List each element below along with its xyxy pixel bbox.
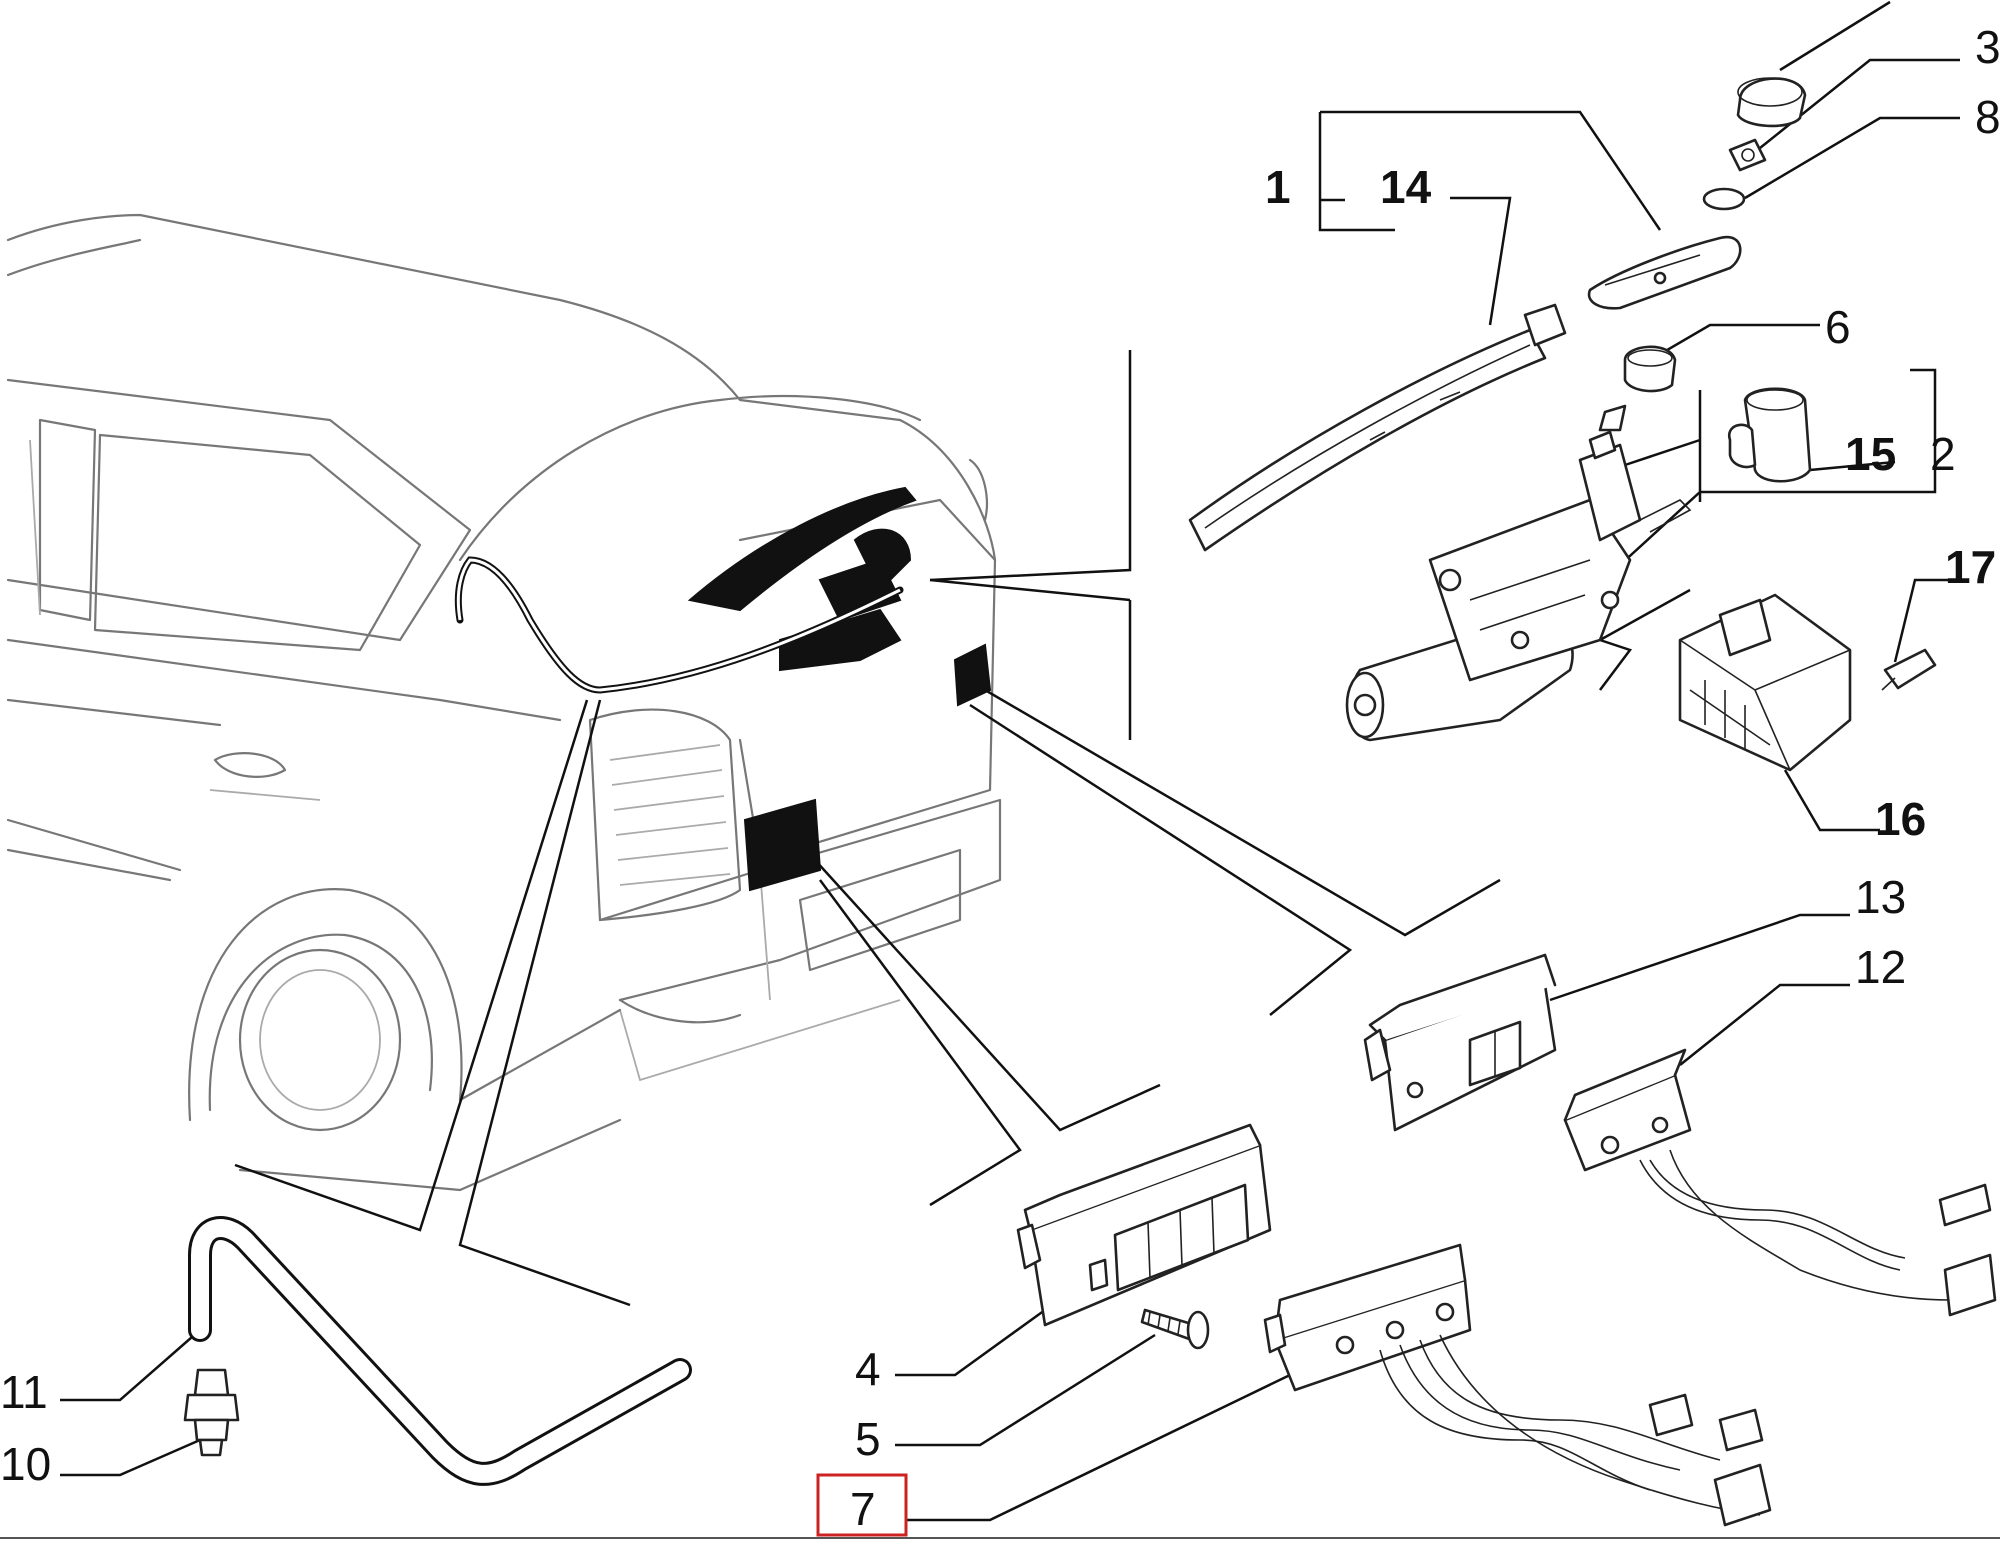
callout-11: 11 bbox=[0, 1366, 48, 1418]
pivot-sleeve bbox=[1727, 387, 1812, 483]
connector-housing bbox=[1678, 593, 1852, 772]
callout-15: 15 bbox=[1845, 428, 1896, 480]
callout-2: 2 bbox=[1930, 428, 1956, 480]
callout-5: 5 bbox=[855, 1413, 881, 1465]
car-body-illustration bbox=[6, 213, 1002, 1192]
wiper-arm bbox=[1188, 303, 1567, 552]
callout-8: 8 bbox=[1975, 91, 2000, 143]
wiper-motor bbox=[1345, 404, 1692, 742]
callout-12: 12 bbox=[1855, 941, 1906, 993]
leader-lines bbox=[60, 0, 1960, 1522]
callout-4: 4 bbox=[855, 1343, 881, 1395]
callout-10: 10 bbox=[0, 1438, 51, 1490]
grommet bbox=[1623, 345, 1677, 393]
callout-3: 3 bbox=[1975, 21, 2000, 73]
callout-13: 13 bbox=[1855, 871, 1906, 923]
callout-6: 6 bbox=[1825, 301, 1851, 353]
installed-switch-silhouette-lower bbox=[743, 798, 822, 892]
pivot-nut bbox=[1728, 138, 1767, 172]
switch-panel-four-gang bbox=[1016, 1123, 1272, 1327]
switch-harness-four-gang bbox=[1263, 1243, 1772, 1527]
callout-1: 1 bbox=[1265, 161, 1291, 213]
callout-16: 16 bbox=[1875, 793, 1926, 845]
wiper-arm-clamp bbox=[1587, 235, 1742, 310]
washer-hose bbox=[188, 1216, 692, 1486]
switch-harness-two-gang bbox=[1563, 1048, 1997, 1317]
pivot-washer bbox=[1702, 187, 1746, 211]
self-tapping-screw bbox=[1140, 1308, 1210, 1350]
terminal-pin bbox=[1881, 648, 1937, 691]
callout-7: 7 bbox=[850, 1483, 876, 1535]
callout-14: 14 bbox=[1380, 161, 1432, 213]
callout-labels: 1 14 3 8 6 15 2 17 16 13 12 11 10 4 5 7 bbox=[0, 21, 2000, 1537]
installed-wiper-silhouette bbox=[687, 486, 917, 672]
callout-17: 17 bbox=[1945, 541, 1996, 593]
washer-nozzle-fitting bbox=[183, 1368, 240, 1457]
pivot-cap bbox=[1736, 77, 1807, 128]
callout-7-highlight-box bbox=[816, 1473, 908, 1537]
installed-switch-silhouette-right bbox=[953, 643, 992, 707]
switch-two-gang bbox=[1363, 953, 1557, 1132]
